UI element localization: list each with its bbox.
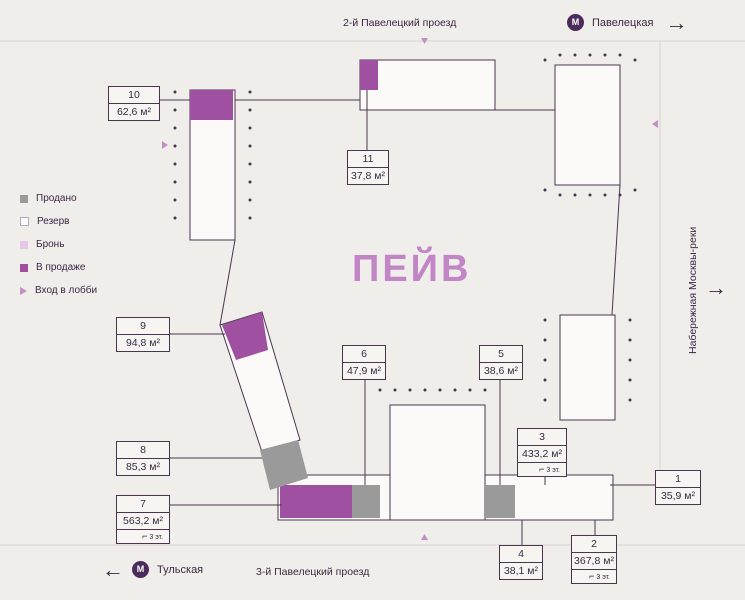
- courtyard-path: [219, 99, 621, 326]
- street-right: Набережная Москвы-реки: [687, 226, 699, 354]
- unit-10: [190, 90, 233, 120]
- arrow-right-icon: →: [705, 275, 727, 300]
- building-center: [389, 404, 486, 521]
- lobby-entrance-icon: [162, 141, 168, 149]
- unit-5: [485, 485, 515, 518]
- legend-booked: Бронь: [20, 239, 64, 250]
- unit-8: [260, 440, 308, 490]
- building-right: [559, 314, 616, 421]
- legend-sold: Продано: [20, 193, 77, 204]
- building-top-middle: [359, 59, 496, 111]
- stairs-icon: ⌐: [539, 464, 545, 474]
- lobby-entrance-icon: [421, 38, 428, 44]
- building-top-right: [554, 64, 621, 186]
- stairs-icon: ⌐: [589, 571, 595, 581]
- metro-icon: М: [132, 561, 149, 578]
- metro-bottom[interactable]: ← М Тульская: [102, 557, 204, 582]
- lobby-entrance-icon: [652, 120, 658, 128]
- stairs-icon: ⌐: [142, 531, 148, 541]
- unit-6: [352, 485, 380, 518]
- legend-lobby: Вход в лобби: [20, 285, 97, 296]
- project-title: ПЕЙВ: [352, 248, 472, 290]
- metro-icon: М: [567, 14, 584, 31]
- lobby-entrance-icon: [421, 534, 428, 540]
- street-bottom: 3-й Павелецкий проезд: [256, 566, 370, 578]
- lobby-entrance-icon: [20, 286, 27, 295]
- street-top: 2-й Павелецкий проезд: [343, 17, 457, 29]
- legend-on-sale: В продаже: [20, 262, 85, 273]
- unit-7: [280, 485, 352, 518]
- arrow-left-icon: ←: [102, 557, 124, 582]
- grid-dots: [173, 53, 637, 402]
- unit-9: [222, 312, 268, 360]
- unit-11: [360, 60, 378, 90]
- legend-reserve: Резерв: [20, 216, 69, 227]
- metro-top[interactable]: М Павелецкая →: [567, 10, 688, 35]
- leader-lines: [158, 90, 655, 548]
- arrow-right-icon: →: [665, 10, 688, 35]
